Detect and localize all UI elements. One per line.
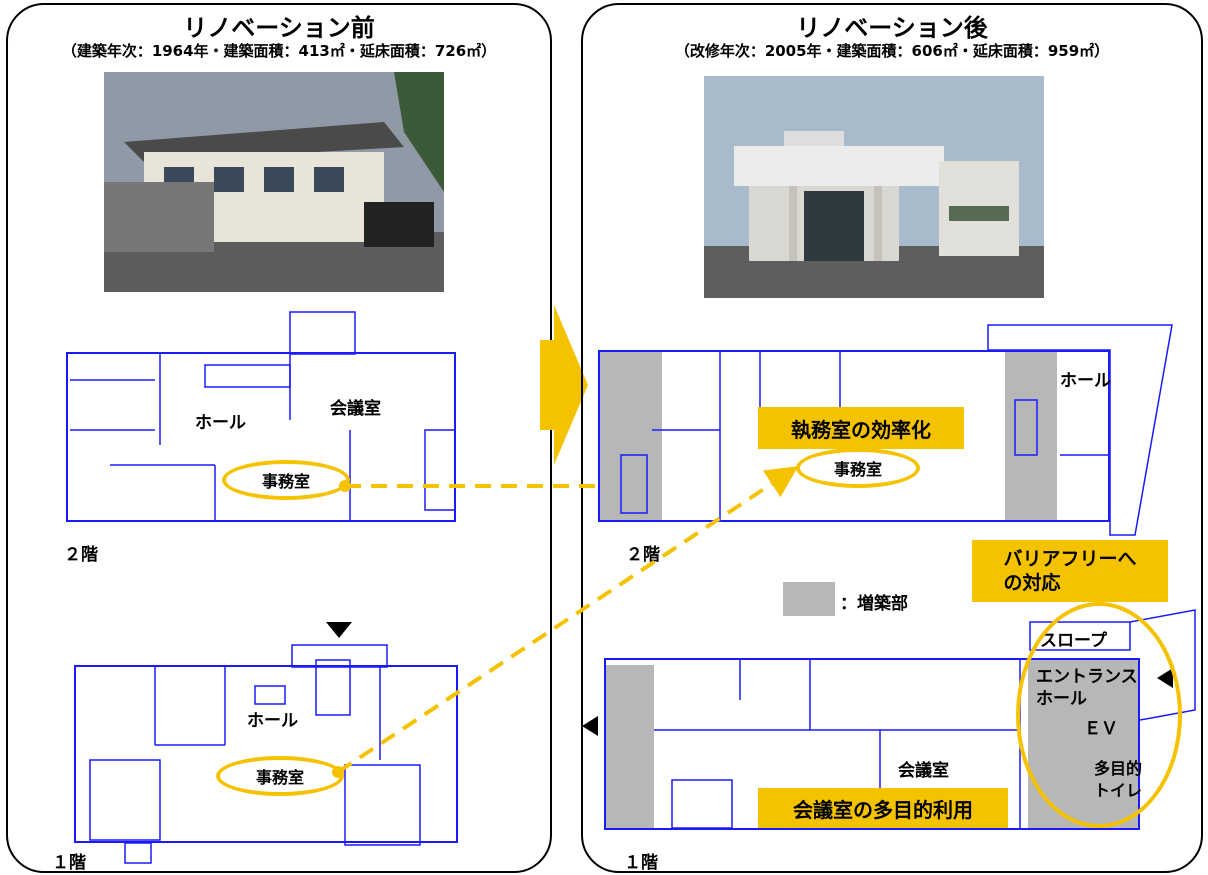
after-floor2-callout: 執務室の効率化 xyxy=(758,407,964,449)
after-floor2-hall-label: ホール xyxy=(1060,371,1111,391)
before-floor2-meeting-label: 会議室 xyxy=(330,399,381,419)
before-floor2-office-ellipse: 事務室 xyxy=(222,460,350,500)
barrier-free-callout: バリアフリーへ の対応 xyxy=(972,540,1168,602)
before-floor2-hall-label: ホール xyxy=(195,413,246,433)
after-panel xyxy=(581,3,1203,873)
before-floor1-label: １階 xyxy=(52,853,86,873)
after-subtitle: （改修年次：2005年・建築面積：606㎡・延床面積：959㎡） xyxy=(674,42,1110,60)
after-floor1-label: １階 xyxy=(624,853,658,873)
after-floor2-extension-left xyxy=(600,352,662,522)
after-floor1-meeting-label: 会議室 xyxy=(898,761,949,781)
before-floor1-office-label: 事務室 xyxy=(255,768,304,787)
after-floor1-extension-left xyxy=(606,665,654,830)
barrier-free-ellipse xyxy=(1016,602,1182,828)
before-floor1-hall-label: ホール xyxy=(247,711,298,731)
before-floor1-plan xyxy=(74,665,458,843)
floor1-connector xyxy=(336,466,799,774)
before-floor2-label: ２階 xyxy=(64,545,98,565)
legend-label: ：増築部 xyxy=(840,594,908,614)
legend-swatch xyxy=(783,582,835,616)
before-title: リノベーション前 xyxy=(183,14,375,42)
after-building-photo xyxy=(704,76,1044,298)
after-title: リノベーション後 xyxy=(796,14,988,42)
after-floor2-label: ２階 xyxy=(626,545,660,565)
before-building-photo xyxy=(104,72,444,292)
barrier-free-callout-text: バリアフリーへ の対応 xyxy=(1003,548,1137,594)
after-floor2-plan xyxy=(598,350,1110,522)
after-floor1-callout: 会議室の多目的利用 xyxy=(758,788,1008,828)
after-floor2-extension-right xyxy=(1005,350,1057,522)
before-panel xyxy=(6,3,552,873)
before-subtitle: （建築年次：1964年・建築面積：413㎡・延床面積：726㎡） xyxy=(61,42,497,60)
before-floor2-office-label: 事務室 xyxy=(261,472,310,491)
after-floor2-office-label: 事務室 xyxy=(833,460,882,479)
